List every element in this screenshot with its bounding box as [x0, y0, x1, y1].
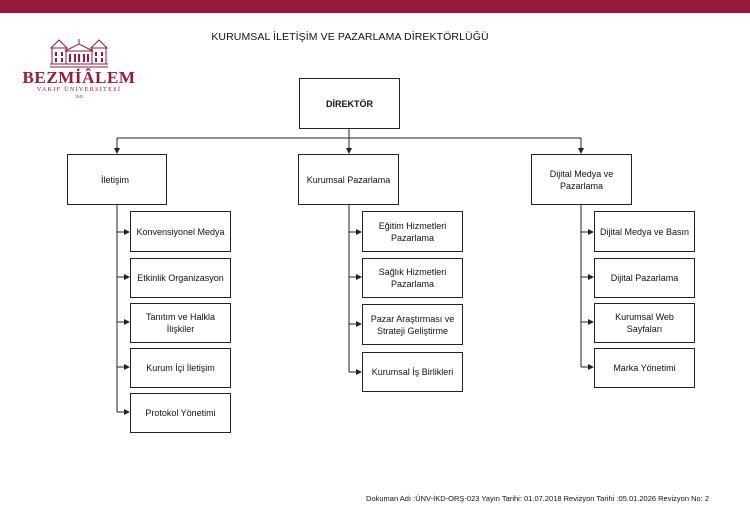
sub-box-kurumsal-web-sayfalari: Kurumsal Web Sayfaları	[594, 303, 695, 343]
unit-box-kurumsal-pazarlama: Kurumsal Pazarlama	[298, 154, 399, 205]
sub-box-dijital-medya-basin: Dijital Medya ve Basın	[594, 211, 695, 252]
unit-box-dijital-medya: Dijital Medya ve Pazarlama	[531, 154, 632, 205]
sub-box-saglik-hizmetleri: Sağlık Hizmetleri Pazarlama	[362, 258, 463, 298]
sub-box-kurumsal-is-birlikleri: Kurumsal İş Birlikleri	[362, 352, 463, 392]
director-box: DİREKTÖR	[299, 78, 400, 129]
top-brand-bar	[0, 0, 750, 13]
logo-subtitle: VAKIF ÜNİVERSİTESİ	[36, 86, 122, 93]
sub-box-kurum-ici-iletisim: Kurum İçi İletişim	[130, 348, 231, 388]
sub-box-marka-yonetimi: Marka Yönetimi	[594, 348, 695, 388]
university-logo: BEZMİÂLEM VAKIF ÜNİVERSİTESİ 1845	[20, 36, 138, 99]
sub-box-egitim-hizmetleri: Eğitim Hizmetleri Pazarlama	[362, 211, 463, 252]
sub-box-etkinlik-organizasyon: Etkinlik Organizasyon	[130, 258, 231, 298]
sub-box-dijital-pazarlama: Dijital Pazarlama	[594, 258, 695, 298]
document-footer: Dokuman Adı :ÜNV-İKD-ORŞ-023 Yayın Tarih…	[366, 494, 709, 503]
page-title: KURUMSAL İLETİŞİM VE PAZARLAMA DİREKTÖRL…	[211, 31, 489, 43]
logo-year: 1845	[75, 94, 83, 99]
building-icon	[49, 39, 109, 68]
logo-name: BEZMİÂLEM	[22, 68, 136, 87]
sub-box-protokol-yonetimi: Protokol Yönetimi	[130, 393, 231, 433]
unit-box-iletisim: İletişim	[67, 154, 167, 205]
sub-box-tanitim-halkla-iliskiler: Tanıtım ve Halkla İlişkiler	[130, 303, 231, 343]
sub-box-pazar-arastirmasi: Pazar Araştırması ve Strateji Geliştirme	[362, 304, 463, 345]
sub-box-konvensiyonel-medya: Konvensiyonel Medya	[130, 211, 231, 252]
